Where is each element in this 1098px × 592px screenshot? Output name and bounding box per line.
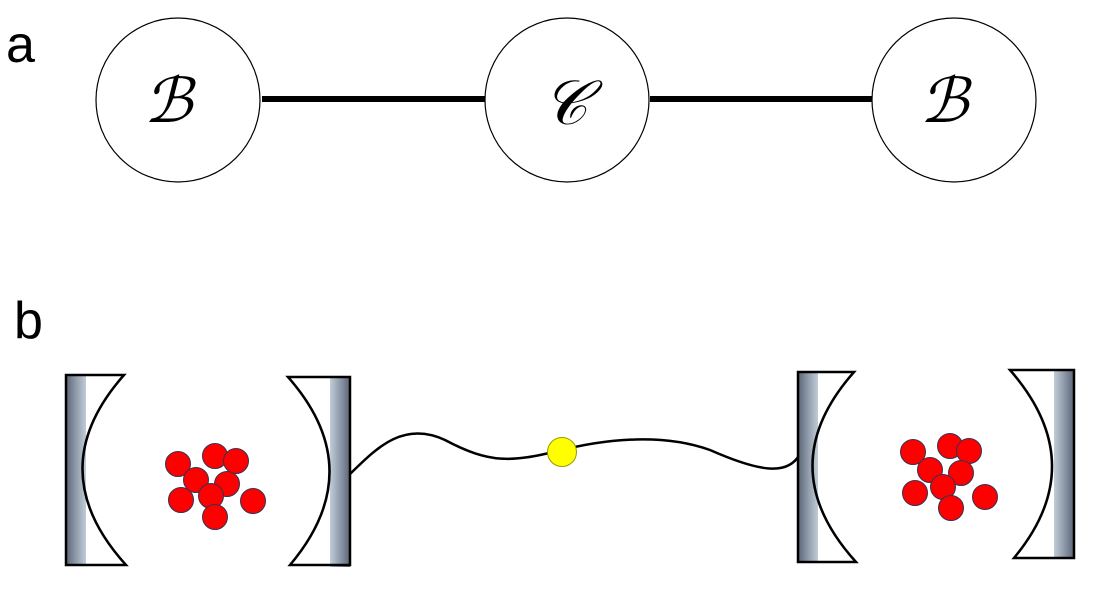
node-center: 𝒞 [484, 17, 650, 183]
left-cavity [64, 373, 352, 567]
mirror-substrate [798, 372, 818, 562]
atom-cloud-left [165, 443, 266, 530]
left-cavity-mirror-1 [64, 373, 129, 567]
atom [223, 448, 249, 474]
node-right: ℬ [871, 17, 1037, 183]
atom [948, 460, 974, 486]
node-left: ℬ [95, 17, 261, 183]
atom [168, 487, 194, 513]
mirror-outline [64, 373, 129, 567]
atom [240, 488, 266, 514]
panel-b-label: b [14, 292, 43, 350]
right-cavity [796, 368, 1076, 564]
left-cavity-mirror-2 [285, 375, 352, 567]
mirror-substrate [66, 375, 86, 565]
mirror-substrate [330, 377, 350, 567]
photon [547, 437, 577, 467]
mirror-outline [796, 370, 859, 564]
node-center-circle [484, 17, 650, 183]
node-left-circle [95, 17, 261, 183]
mirror-outline [285, 375, 352, 567]
atom [900, 439, 926, 465]
right-cavity-mirror-1 [796, 370, 859, 564]
node-left-label: ℬ [144, 64, 197, 137]
panel-a-label: a [6, 16, 35, 74]
right-cavity-mirror-2 [1007, 368, 1076, 560]
atom [202, 504, 228, 530]
node-right-circle [871, 17, 1037, 183]
atom [956, 438, 982, 464]
atom [165, 451, 191, 477]
atom [972, 484, 998, 510]
node-right-label: ℬ [920, 64, 973, 137]
panel-a: a ℬ 𝒞 ℬ [6, 16, 1037, 183]
panel-b: b [14, 292, 1076, 567]
atom [902, 480, 928, 506]
atom [938, 495, 964, 521]
atom [183, 467, 209, 493]
mirror-outline [1007, 368, 1076, 560]
atom-cloud-right [900, 433, 998, 521]
mirror-substrate [1054, 370, 1074, 558]
